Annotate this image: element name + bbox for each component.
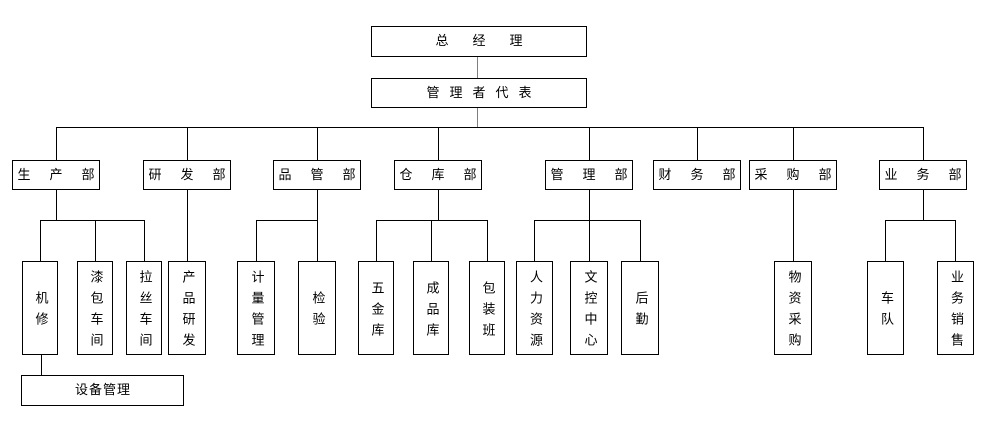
unit-product-rnd: 产品研发	[168, 261, 206, 355]
node-equipment-management-label: 设备管理	[74, 383, 131, 398]
dept-purchasing-label: 采购部	[754, 167, 851, 183]
unit-packaging-team-label: 包装班	[479, 280, 495, 344]
dept-business: 业务部	[879, 160, 967, 190]
node-general-manager: 总经理	[371, 26, 587, 57]
connector-line	[534, 220, 535, 261]
connector-line	[256, 220, 257, 261]
dept-production-label: 生产部	[17, 167, 114, 183]
connector-line	[95, 220, 96, 261]
connector-line	[589, 190, 590, 261]
unit-finished-goods-warehouse-label: 成品库	[423, 280, 439, 344]
unit-hardware-warehouse: 五金库	[358, 261, 394, 355]
connector-line	[438, 127, 439, 160]
dept-rnd-label: 研发部	[148, 167, 245, 183]
connector-line	[477, 57, 478, 78]
node-management-representative-label: 管理者代表	[426, 85, 542, 101]
unit-logistics: 后勤	[621, 261, 659, 355]
connector-line	[187, 190, 188, 261]
dept-rnd: 研发部	[143, 160, 231, 190]
dept-business-label: 业务部	[884, 167, 981, 183]
unit-wire-drawing-workshop: 拉丝车间	[126, 261, 162, 355]
node-general-manager-label: 总经理	[435, 34, 547, 49]
unit-enamel-workshop: 漆包车间	[77, 261, 113, 355]
dept-warehouse-label: 仓库部	[399, 167, 496, 183]
connector-line	[589, 127, 590, 160]
unit-packaging-team: 包装班	[469, 261, 505, 355]
dept-finance-label: 财务部	[658, 167, 755, 183]
connector-line	[40, 220, 145, 221]
dept-quality-label: 品管部	[278, 167, 375, 183]
dept-purchasing: 采购部	[749, 160, 837, 190]
connector-line	[534, 220, 640, 221]
connector-line	[431, 220, 432, 261]
unit-material-procurement: 物资采购	[774, 261, 812, 355]
unit-metrology-management: 计量管理	[237, 261, 275, 355]
dept-quality: 品管部	[273, 160, 361, 190]
unit-business-sales: 业务销售	[937, 261, 974, 355]
node-equipment-management: 设备管理	[21, 375, 184, 406]
connector-line	[376, 220, 377, 261]
unit-hardware-warehouse-label: 五金库	[368, 280, 384, 344]
unit-finished-goods-warehouse: 成品库	[413, 261, 449, 355]
unit-human-resources: 人力资源	[516, 261, 553, 355]
unit-human-resources-label: 人力资源	[527, 270, 542, 354]
unit-logistics-label: 后勤	[632, 291, 648, 333]
connector-line	[885, 220, 955, 221]
unit-business-sales-label: 业务销售	[948, 270, 963, 354]
connector-line	[256, 220, 317, 221]
connector-line	[56, 127, 57, 160]
connector-line	[144, 220, 145, 261]
unit-document-control-center-label: 文控中心	[581, 270, 597, 354]
unit-document-control-center: 文控中心	[570, 261, 608, 355]
unit-inspection-label: 检验	[309, 291, 325, 333]
connector-line	[885, 220, 886, 261]
node-management-representative: 管理者代表	[371, 78, 587, 108]
unit-fleet: 车队	[867, 261, 904, 355]
unit-material-procurement-label: 物资采购	[785, 270, 801, 354]
connector-line	[487, 220, 488, 261]
connector-line	[923, 127, 924, 160]
unit-machine-repair-label: 机修	[32, 291, 48, 333]
dept-production: 生产部	[12, 160, 100, 190]
connector-line	[477, 108, 478, 127]
connector-line	[317, 127, 318, 160]
connector-line	[923, 190, 924, 220]
connector-line	[640, 220, 641, 261]
unit-product-rnd-label: 产品研发	[179, 270, 195, 354]
connector-line	[187, 127, 188, 160]
unit-inspection: 检验	[298, 261, 336, 355]
unit-fleet-label: 车队	[878, 291, 893, 333]
unit-enamel-workshop-label: 漆包车间	[87, 270, 103, 354]
dept-warehouse: 仓库部	[394, 160, 482, 190]
unit-metrology-management-label: 计量管理	[248, 270, 264, 354]
dept-admin: 管理部	[545, 160, 633, 190]
dept-finance: 财务部	[653, 160, 741, 190]
connector-line	[793, 190, 794, 261]
connector-line	[697, 127, 698, 160]
connector-line	[41, 355, 42, 375]
unit-wire-drawing-workshop-label: 拉丝车间	[136, 270, 152, 354]
connector-line	[793, 127, 794, 160]
connector-line	[438, 190, 439, 220]
connector-line	[955, 220, 956, 261]
connector-line	[56, 190, 57, 220]
connector-line	[40, 220, 41, 261]
unit-machine-repair: 机修	[22, 261, 58, 355]
connector-line	[56, 127, 923, 128]
connector-line	[317, 190, 318, 261]
dept-admin-label: 管理部	[550, 167, 647, 183]
